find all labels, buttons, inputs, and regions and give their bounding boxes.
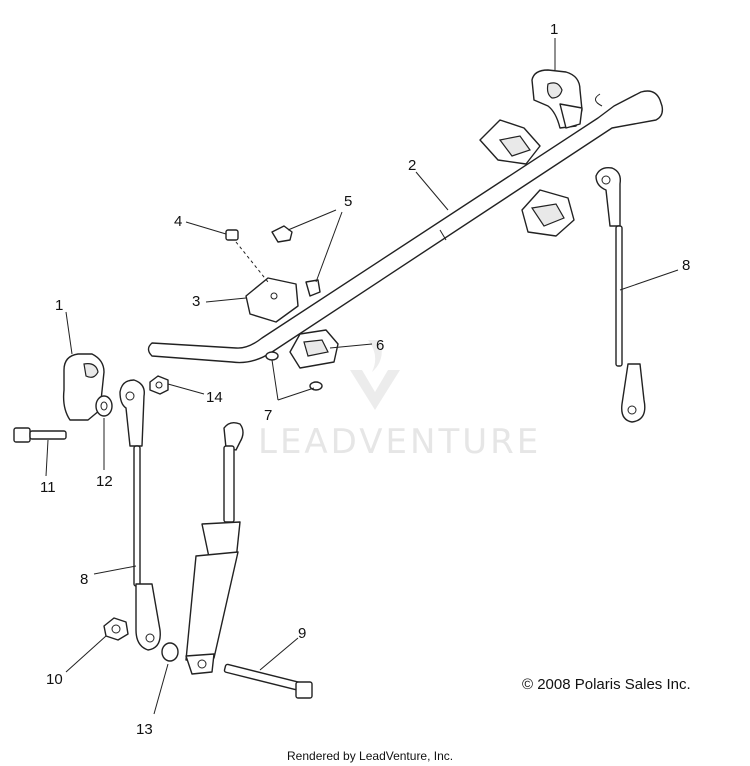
nut-10 xyxy=(103,617,129,641)
callout-11: 11 xyxy=(40,479,56,496)
callout-12: 12 xyxy=(96,473,113,490)
callout-8-right: 8 xyxy=(682,257,690,274)
callout-2: 2 xyxy=(408,157,416,174)
callout-9: 9 xyxy=(298,625,306,642)
shock-absorber xyxy=(185,421,244,675)
callout-10: 10 xyxy=(46,671,63,688)
copyright-text: © 2008 Polaris Sales Inc. xyxy=(522,676,691,693)
rendered-by-text: Rendered by LeadVenture, Inc. xyxy=(287,749,453,763)
callout-3: 3 xyxy=(192,293,200,310)
bolt-11 xyxy=(13,427,67,443)
callout-6: 6 xyxy=(376,337,384,354)
callout-13: 13 xyxy=(136,721,153,738)
bushing-13 xyxy=(161,642,179,662)
screw-4 xyxy=(225,229,269,283)
callout-8-left: 8 xyxy=(80,571,88,588)
callout-1-left: 1 xyxy=(55,297,63,314)
callout-1-top: 1 xyxy=(550,21,558,38)
clamp-bracket-3 xyxy=(245,277,299,323)
screws-5 xyxy=(271,225,321,297)
callout-5: 5 xyxy=(344,193,352,210)
nut-14 xyxy=(149,375,169,395)
bracket-right xyxy=(521,189,575,237)
bracket-top-center xyxy=(479,119,541,165)
watermark-text: LEADVENTURE xyxy=(258,422,541,462)
bracket-6 xyxy=(289,329,339,369)
callout-7: 7 xyxy=(264,407,272,424)
washer-12 xyxy=(95,395,113,417)
callout-4: 4 xyxy=(174,213,182,230)
bushing-left xyxy=(62,353,105,421)
callout-14: 14 xyxy=(206,389,223,406)
watermark-logo-icon xyxy=(350,370,400,410)
callout-numbers: 1 1 2 3 4 5 6 7 8 8 9 10 11 12 13 14 xyxy=(40,21,690,738)
bolt-9 xyxy=(223,663,313,699)
link-rod-left xyxy=(119,379,161,651)
bushing-top-right xyxy=(531,69,583,129)
watermark: LEADVENTURE xyxy=(258,340,541,462)
link-rod-right xyxy=(595,166,646,423)
stabilizer-bar xyxy=(147,90,664,364)
leader-lines xyxy=(45,38,679,715)
